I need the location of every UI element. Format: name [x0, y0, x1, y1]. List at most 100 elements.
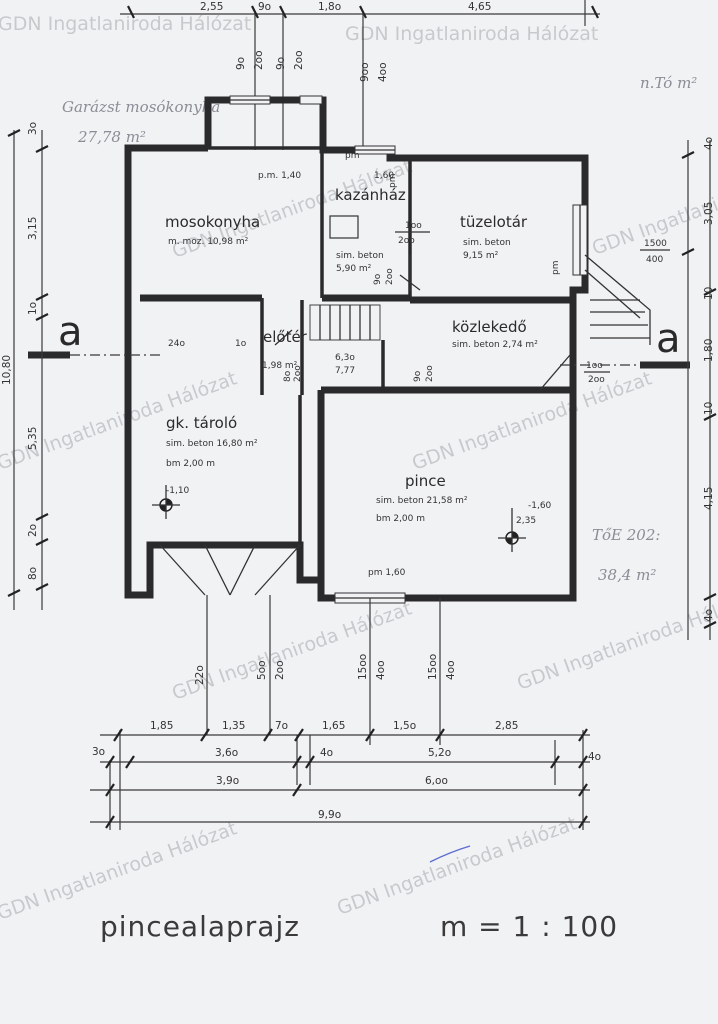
watermark-2: GDN Ingatlaniroda Hálózat: [345, 23, 598, 45]
section-label-right: a: [656, 316, 681, 362]
scale-text: m = 1 : 100: [440, 910, 618, 943]
right-dim-2: 3,05: [703, 202, 715, 225]
room-eloter-spec: 1,98 m²: [262, 361, 298, 371]
left-dimensions: 3o 3,15 1o 5,35 2o 8o 10,80: [1, 122, 49, 610]
ann-stair-a: 9o: [373, 273, 383, 285]
bottom-row1-dim-2: 1,35: [222, 720, 245, 732]
bottom-row2-dim-1: 3o: [92, 746, 105, 758]
ext-dim-5: 4oo: [375, 660, 387, 680]
ann-korr1: 1oo: [586, 361, 603, 371]
right-dim-9: 4o: [703, 609, 715, 622]
right-dim-3: 1500: [644, 239, 667, 249]
ann-eloter-door: 24o: [168, 339, 185, 349]
bottom-dimensions: 1,85 1,35 7o 1,65 1,5o 2,85 3o 3,6o 4o 5…: [90, 720, 601, 829]
plan-title: pincealaprajz: [100, 910, 300, 943]
ann-gk-level: -1,10: [166, 486, 190, 496]
ann-eloter-door2: 1o: [235, 339, 247, 349]
ann-stair-b: 2oo: [385, 268, 395, 285]
ann-pm-right: pm: [551, 261, 561, 275]
room-kazanhaz-name: kazánház: [335, 186, 406, 204]
ext-dim-3: 2oo: [274, 660, 286, 680]
handwritten-right-2: 38,4 m²: [598, 566, 656, 584]
left-dim-7: 10,80: [1, 355, 13, 385]
handwritten-notes: Garázst mosókonyha 27,78 m² n.Tó m² TőE …: [62, 74, 697, 584]
watermark-6: GDN Ingatlaniroda Hálózat: [169, 597, 415, 704]
ext-dim-2: 5oo: [256, 660, 268, 680]
room-tuzelotar-spec: sim. beton: [463, 238, 511, 248]
room-kozlekedo-spec: sim. beton 2,74 m²: [452, 340, 538, 350]
ann-kaz-win2: 1oo: [405, 221, 422, 231]
watermark-1: GDN Ingatlaniroda Hálózat: [0, 13, 251, 35]
right-dimensions: 4o 3,05 1500 400 10 1,80 10 4,15 4o: [640, 137, 717, 640]
right-dim-5: 10: [703, 287, 715, 300]
ann-korr2: 2oo: [588, 375, 605, 385]
room-pince-height: bm 2,00 m: [376, 514, 425, 524]
bottom-row1-dim-5: 1,5o: [393, 720, 416, 732]
right-dim-6: 1,80: [703, 339, 715, 362]
ann-kaz-window: 1,60: [374, 171, 394, 181]
ext-dim-6: 15oo: [427, 654, 439, 680]
watermark-8: GDN Ingatlaniroda Hálózat: [0, 817, 240, 924]
room-gk-tarolo-spec: sim. beton 16,80 m²: [166, 439, 258, 449]
ann-pince-level2: 2,35: [516, 516, 536, 526]
bottom-row1-dim-4: 1,65: [322, 720, 345, 732]
ann-ke-door-c: 8o: [283, 370, 293, 382]
ann-pm1: p.m. 1,40: [258, 171, 301, 181]
ann-pm-top: pm: [345, 151, 359, 161]
level-marker-pince: -1,60 2,35: [498, 501, 552, 552]
room-kazanhaz-area: 5,90 m²: [336, 264, 372, 274]
room-pince-name: pince: [405, 472, 446, 490]
bottom-row2-dim-3: 4o: [320, 747, 333, 759]
room-kozlekedo-name: közlekedő: [452, 318, 527, 336]
ann-stair2: 7,77: [335, 366, 355, 376]
left-dim-1: 3o: [27, 122, 39, 135]
bottom-row4-dim-1: 9,9o: [318, 809, 341, 821]
bottom-row2-dim-2: 3,6o: [215, 747, 238, 759]
annotations: p.m. 1,40 pm 1,60 1oo 2oo 24o 1o 6,3o 7,…: [152, 151, 610, 578]
level-marker-gk: -1,10: [152, 485, 190, 519]
ann-stair1: 6,3o: [335, 353, 355, 363]
ann-ke-door-b: 2oo: [425, 365, 435, 382]
vdim-4: 2oo: [293, 50, 305, 70]
title-block: pincealaprajz m = 1 : 100: [100, 910, 618, 943]
bottom-row1-dim-1: 1,85: [150, 720, 173, 732]
vdim-5: 9oo: [359, 62, 371, 82]
bottom-row2-dim-4: 5,2o: [428, 747, 451, 759]
left-dim-3: 1o: [27, 302, 39, 315]
left-dim-2: 3,15: [27, 217, 39, 240]
section-label-left: a: [58, 309, 83, 355]
ann-ke-door-d: 2oo: [293, 365, 303, 382]
vdim-3: 9o: [275, 57, 287, 70]
handwritten-right: TőE 202:: [592, 526, 660, 544]
ann-fire-door: pm: [388, 174, 398, 188]
room-mosokonyha-spec: m. moz. 10,98 m²: [168, 237, 249, 247]
right-dim-8: 4,15: [703, 487, 715, 510]
room-eloter-name: előtér: [263, 328, 308, 346]
bottom-row2-dim-5: 4o: [588, 751, 601, 763]
bottom-row1-dim-3: 7o: [275, 720, 288, 732]
pen-mark: [429, 845, 471, 863]
ann-kaz-win3: 2oo: [398, 236, 415, 246]
vdim-6: 4oo: [377, 62, 389, 82]
ann-pince-level: -1,60: [528, 501, 552, 511]
room-pince-spec: sim. beton 21,58 m²: [376, 496, 468, 506]
vdim-1: 9o: [235, 57, 247, 70]
handwritten-top-right: n.Tó m²: [640, 74, 697, 92]
ann-ke-door-a: 9o: [413, 370, 423, 382]
top-dim-2: 9o: [258, 1, 271, 13]
handwritten-top-left-2: 27,78 m²: [77, 128, 146, 146]
room-mosokonyha-name: mosokonyha: [165, 213, 260, 231]
staircase: [309, 254, 651, 345]
right-dim-7: 10: [703, 402, 715, 415]
right-dim-1: 4o: [703, 137, 715, 150]
ext-dim-4: 15oo: [357, 654, 369, 680]
room-gk-tarolo-name: gk. tároló: [166, 414, 237, 432]
section-marks: a a: [28, 309, 690, 369]
left-dim-5: 2o: [27, 524, 39, 537]
top-vertical-dims: 9o 2oo 9o 2oo 9oo 4oo: [235, 50, 389, 82]
top-dim-1: 2,55: [200, 1, 223, 13]
right-dim-4: 400: [646, 255, 663, 265]
room-kazanhaz-spec: sim. beton: [336, 251, 384, 261]
doors: [159, 215, 571, 596]
